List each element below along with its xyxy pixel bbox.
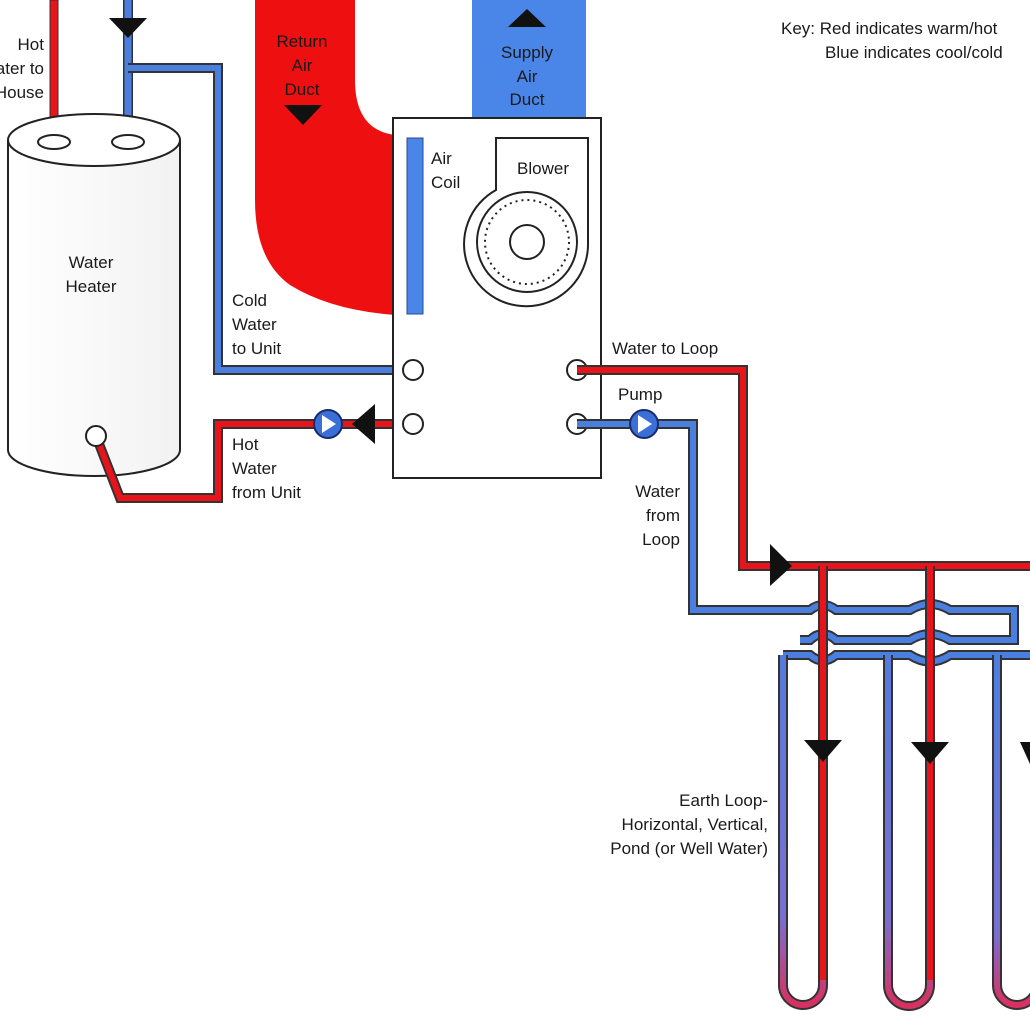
u-tube-1 bbox=[778, 566, 842, 1010]
water-to-loop-label: Water to Loop bbox=[612, 339, 718, 358]
blower-label: Blower bbox=[517, 159, 569, 178]
supply-duct-label-1: Supply bbox=[501, 43, 553, 62]
earth-loop: Earth Loop- Horizontal, Vertical, Pond (… bbox=[610, 566, 1030, 1011]
flow-arrow-icon bbox=[770, 544, 792, 586]
pump-label: Pump bbox=[618, 385, 662, 404]
water-heater-label-2: Heater bbox=[65, 277, 116, 296]
down-arrow-icon bbox=[1020, 742, 1030, 764]
down-arrow-icon bbox=[804, 740, 842, 762]
earth-loop-label-3: Pond (or Well Water) bbox=[610, 839, 768, 858]
air-coil-label-1: Air bbox=[431, 149, 452, 168]
key-line-2: Blue indicates cool/cold bbox=[825, 43, 1003, 62]
down-arrow-icon bbox=[109, 18, 147, 38]
key-line-1: Key: Red indicates warm/hot bbox=[781, 19, 998, 38]
return-air-duct: Return Air Duct bbox=[255, 0, 395, 315]
u-tube-2 bbox=[883, 566, 949, 1011]
cold-water-label-3: to Unit bbox=[232, 339, 281, 358]
supply-duct-label-2: Air bbox=[517, 67, 538, 86]
hot-water-to-house-label-2: Water to bbox=[0, 59, 44, 78]
water-from-loop-label-3: Loop bbox=[642, 530, 680, 549]
flow-arrow-icon bbox=[352, 404, 375, 444]
earth-loop-label-2: Horizontal, Vertical, bbox=[622, 815, 768, 834]
water-from-loop-pipe: Pump Water from Loop bbox=[577, 385, 800, 615]
port-hot-out bbox=[402, 413, 424, 435]
heat-pump-unit: Air Coil Blower bbox=[392, 117, 602, 479]
water-heater: Water Heater bbox=[7, 113, 181, 477]
air-coil-label-2: Coil bbox=[431, 173, 460, 192]
hot-water-label-3: from Unit bbox=[232, 483, 301, 502]
u-tube-3 bbox=[992, 655, 1030, 1010]
water-from-loop-label-1: Water bbox=[635, 482, 680, 501]
cold-water-to-unit-pipe: Cold Water to Unit bbox=[128, 63, 413, 375]
air-coil bbox=[406, 137, 424, 315]
supply-air-duct: Supply Air Duct bbox=[472, 0, 586, 120]
supply-duct-label-3: Duct bbox=[510, 90, 545, 109]
hot-water-label-1: Hot bbox=[232, 435, 259, 454]
pump-icon bbox=[629, 409, 659, 439]
down-arrow-icon bbox=[284, 105, 322, 125]
port-cold-in bbox=[402, 359, 424, 381]
hot-water-label-2: Water bbox=[232, 459, 277, 478]
water-heater-label-1: Water bbox=[69, 253, 114, 272]
hot-water-to-house-label-3: House bbox=[0, 83, 44, 102]
hot-water-to-house-label-1: Hot bbox=[18, 35, 45, 54]
fan-icon bbox=[476, 191, 578, 293]
up-arrow-icon bbox=[508, 9, 546, 27]
down-arrow-icon bbox=[911, 742, 949, 764]
return-duct-label-2: Air bbox=[292, 56, 313, 75]
pump-icon bbox=[313, 409, 343, 439]
blower: Blower bbox=[463, 137, 590, 308]
hot-water-from-unit-pipe: Hot Water from Unit bbox=[85, 404, 413, 503]
cold-water-label-1: Cold bbox=[232, 291, 267, 310]
return-duct-label-1: Return bbox=[276, 32, 327, 51]
cold-water-label-2: Water bbox=[232, 315, 277, 334]
earth-loop-label-1: Earth Loop- bbox=[679, 791, 768, 810]
water-to-loop-pipe: Water to Loop bbox=[577, 339, 1030, 586]
return-duct-label-3: Duct bbox=[285, 80, 320, 99]
water-from-loop-label-2: from bbox=[646, 506, 680, 525]
